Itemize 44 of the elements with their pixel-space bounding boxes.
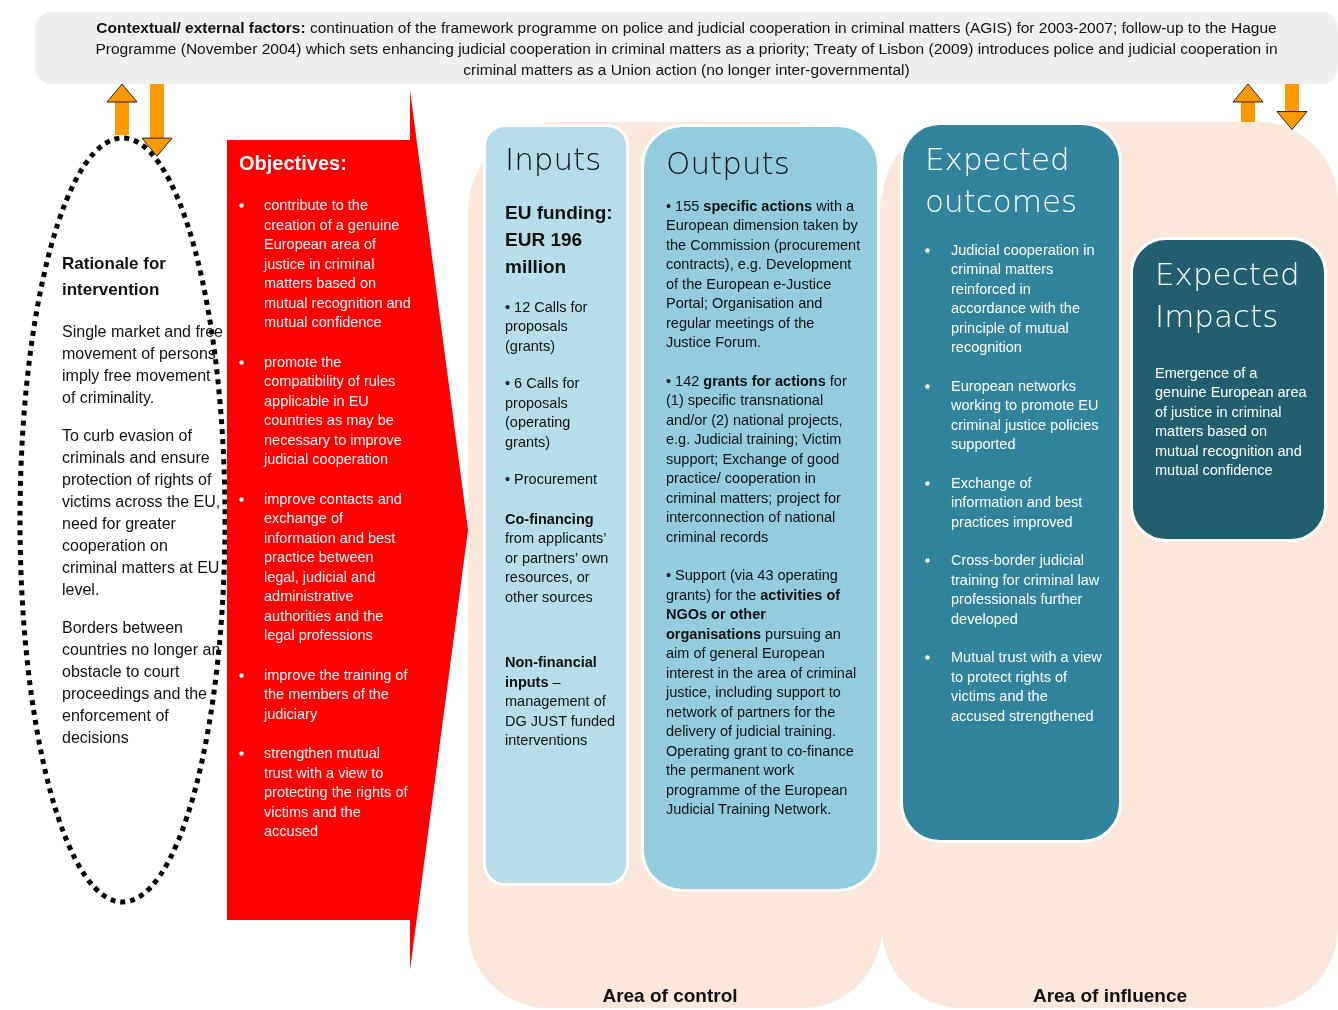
- rounded-panel: [1130, 237, 1327, 542]
- body-text: Borders between countries no longer an obstacle to court proceedings and the enforcement of decisions: [62, 618, 222, 748]
- rounded-panel: [641, 124, 880, 892]
- column-title: Inputs: [505, 140, 603, 179]
- bullet-text: • 6 Calls for proposals (operating grants): [505, 374, 581, 452]
- bullet-text: contribute to the creation of a genuine European area of justice in criminal matters based on mutual recognition and mutual confidence: [264, 196, 411, 332]
- block-arrow: [141, 84, 173, 157]
- bullet-text: promote the compatibility of rules applicable in EU countries as may be necessary to improve judicial cooperation: [264, 352, 403, 469]
- bullet-text: Judicial cooperation in criminal matters reinforced in accordance with the principle of mutual recognition: [951, 240, 1096, 358]
- rounded-panel: [483, 124, 629, 886]
- rounded-panel: [900, 122, 1122, 843]
- bullet-text: Cross-border judicial training for criminal law professionals further developed: [951, 551, 1101, 629]
- bullet-text: strengthen mutual trust with a view to protecting the rights of victims and the accused: [264, 744, 409, 841]
- funding-heading: EU funding: EUR 196 million: [505, 200, 614, 279]
- bullet-text: improve the training of the members of the judiciary: [264, 665, 409, 724]
- bullet-text: Exchange of information and best practices improved: [951, 473, 1084, 532]
- area-label: Area of influence: [1032, 985, 1188, 1007]
- area-band: [468, 122, 882, 1008]
- bullet-text: European networks working to promote EU criminal justice policies supported: [951, 376, 1100, 455]
- bullet-text: Mutual trust with a view to protect rights of victims and the accused strengthened: [951, 648, 1103, 726]
- body-text: Emergence of a genuine European area of justice in criminal matters based on mutual recognition and mutual confidence: [1155, 363, 1308, 481]
- context-box: [35, 12, 1338, 84]
- bullet-text: • Procurement: [505, 470, 599, 490]
- body-text: Co-financing from applicants’ or partners’ own resources, or other sources: [505, 509, 610, 607]
- area-band: [882, 122, 1338, 1008]
- bullet-text: • 142 grants for actions for (1) specific transnational and/or (2) national projects, e.g. Judicial training; Victim support; Exchange of good practice/ cooperation in criminal matters; project for interconnection of national criminal records: [666, 371, 848, 547]
- body-text: Non-financial inputs – management of DG JUST funded interventions: [505, 653, 617, 751]
- column-title: Expected Impacts: [1155, 255, 1301, 336]
- block-arrow: [1276, 84, 1308, 131]
- bullet-text: • 12 Calls for proposals (grants): [505, 297, 589, 356]
- dotted-ellipse: [17, 135, 228, 905]
- bullet-text: • 155 specific actions with a European dimension taken by the Commission (procurement contracts), e.g. Development of the European e-Justice Portal; Organisation and regular meetings of the Justice Forum.: [666, 196, 861, 353]
- rationale-heading: Rationale for intervention: [62, 253, 167, 301]
- block-arrow: [106, 83, 138, 135]
- objectives-heading: Objectives:: [239, 151, 348, 176]
- area-label: Area of control: [602, 985, 738, 1007]
- body-text: To curb evasion of criminals and ensure protection of rights of victims across the EU, need for greater cooperation on criminal matters at EU level.: [62, 426, 222, 600]
- bullet-text: improve contacts and exchange of information and best practice between legal, judicial and administrative authorities and the legal professions: [264, 489, 403, 645]
- column-title: Expected outcomes: [925, 140, 1079, 221]
- column-title: Outputs: [666, 144, 791, 183]
- bullet-text: • Support (via 43 operating grants) for the activities of NGOs or other organisations pursuing an aim of general European interest in the area of criminal justice, including support to network of partners for the delivery of judicial training. Operating grant to co-finance the permanent work programme of the European Judicial Training Network.: [666, 566, 858, 820]
- block-arrow: [1232, 83, 1264, 122]
- context-text: Contextual/ external factors: continuation of the framework programme on police and judicial cooperation in criminal matters (AGIS) for 2003-2007; follow-up to the Hague Programme (November 2004) which sets enhancing judicial cooperation in criminal matters as a priority; Treaty of Lisbon (2009) introduces police and judicial cooperation in criminal matters as a Union action (no longer inter-governmental): [94, 17, 1279, 80]
- body-text: Single market and free movement of persons imply free movement of criminality.: [62, 322, 224, 408]
